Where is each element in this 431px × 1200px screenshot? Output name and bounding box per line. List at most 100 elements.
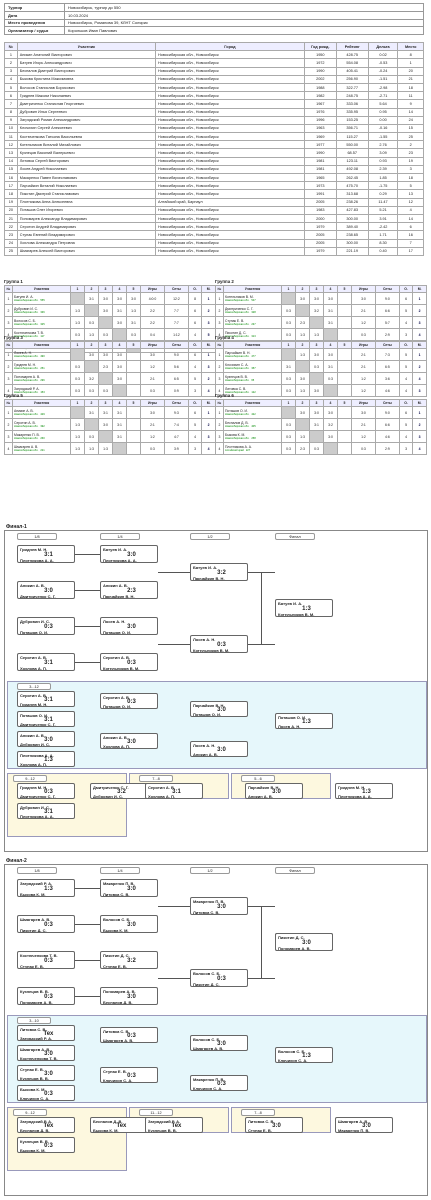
- group-score-cell: 0:3: [281, 442, 296, 455]
- player-cell: 550.00: [335, 140, 369, 150]
- group-col-header: О.: [398, 285, 414, 293]
- group-player-name: Поташов О. И.: [225, 408, 248, 413]
- group-score-cell: 3:0: [98, 418, 113, 431]
- group-player-city: Новосибирская обл.336: [14, 311, 69, 315]
- group-cell: 3: [4, 316, 13, 329]
- match-score: 0:3: [121, 1073, 141, 1079]
- group-stat-cell: 1:2: [351, 430, 376, 443]
- score-b: 0: [132, 921, 136, 928]
- group-col-header: 5: [337, 341, 352, 349]
- group-player: Пономарев А. В.Новосибирская обл.296: [12, 372, 71, 385]
- player-cell: Котельников Виталий Михайлович: [16, 140, 156, 150]
- score-a: 3: [127, 993, 131, 1000]
- match-player-b: Поташов О. И.: [103, 704, 132, 709]
- match-player-a: Парчайкин В. Н.: [248, 785, 280, 790]
- group-title: Группа 2: [215, 279, 234, 284]
- group-score-cell: 0:3: [281, 418, 296, 431]
- group-stat-cell: 2: [412, 304, 427, 317]
- player-cell: 123.11: [335, 156, 369, 166]
- score-sep: :: [220, 1040, 223, 1047]
- group-player-region: Новосибирская обл.: [14, 436, 39, 440]
- group-stat-cell: 3:0: [351, 292, 376, 305]
- score-sep: :: [220, 706, 223, 713]
- score-sep: :: [130, 885, 133, 892]
- match-score: 3:0: [121, 739, 141, 745]
- group-player-name: Пономарев А. В.: [14, 374, 41, 379]
- score-a: 3: [217, 746, 221, 753]
- group-player: Шмагарев А. В.Новосибирская обл.221: [12, 442, 71, 455]
- player-cell: 153.25: [335, 115, 369, 125]
- group-player-name: Быкова К. М.: [225, 432, 246, 437]
- group-player: Дмитриченко С. Г.Новосибирская обл.328: [223, 304, 282, 317]
- score-b: 0: [132, 623, 136, 630]
- score-sep: :: [365, 1122, 368, 1129]
- group-score-cell: 3:0: [309, 348, 324, 361]
- score-sep: :: [47, 957, 50, 964]
- zone-label: 9...12: [13, 1109, 47, 1116]
- group-score-cell: 0:3: [84, 384, 99, 397]
- group-player-city: Новосибирская обл.547: [225, 299, 280, 303]
- match-player-b: Беспалов Д. В.: [103, 1000, 133, 1005]
- score-a: 3: [272, 1122, 276, 1129]
- group-stat-cell: 1: [201, 406, 216, 419]
- group-col-header: 1: [281, 341, 296, 349]
- group-player-rating: 153: [40, 390, 45, 394]
- group-col-header: 4: [112, 341, 127, 349]
- player-cell: Поташов Олег Игоревич: [16, 205, 156, 215]
- match-score: 3:0: [266, 789, 286, 795]
